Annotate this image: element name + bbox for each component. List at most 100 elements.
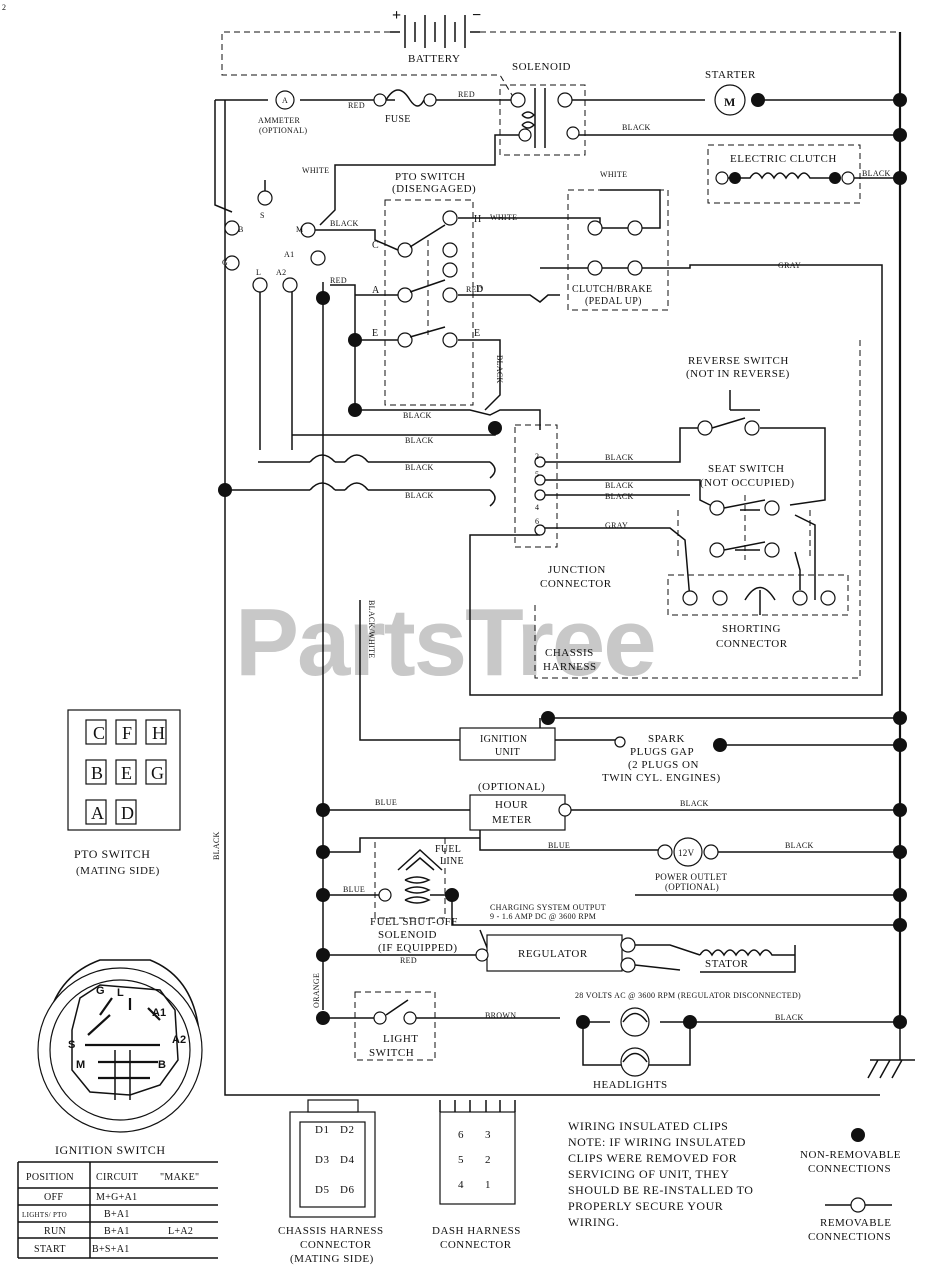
fuse-label: FUSE [385, 114, 411, 125]
spark-label-1: SPARK [648, 733, 685, 745]
wire-labels: RED RED WHITE WHITE WHITE BLACK BLACK BL… [212, 90, 890, 1022]
table-row-3-pos: START [34, 1244, 66, 1255]
wire-crossovers [309, 454, 496, 507]
dash-harness-connector: 6 3 5 2 4 1 DASH HARNESS CONNECTOR [432, 1100, 520, 1251]
pto-cell-a: A [91, 803, 104, 823]
power-outlet: 12V POWER OUTLET (OPTIONAL) [655, 837, 727, 892]
chassis-pin-d6: D6 [340, 1184, 354, 1196]
chassis-harness-label: CHASSIS [545, 647, 594, 659]
wire-black-11: BLACK [680, 799, 709, 808]
wire-black-9: BLACK [605, 481, 634, 490]
table-row-2-circuit: B+A1 [104, 1226, 130, 1237]
ign-face-s: S [68, 1039, 75, 1051]
wire-black-4: BLACK [403, 411, 432, 420]
wire-black-white: BLACK/WHITE [367, 600, 376, 658]
ignition-unit-label: IGNITION [480, 734, 527, 745]
wiring-note: WIRING INSULATED CLIPS NOTE: IF WIRING I… [568, 1119, 753, 1229]
reverse-switch: REVERSE SWITCH (NOT IN REVERSE) [686, 355, 789, 436]
chassis-connector-label-3: (MATING SIDE) [290, 1253, 374, 1265]
wire-black-12: BLACK [785, 841, 814, 850]
starter: STARTER M [705, 69, 756, 116]
pto-cell-g: G [151, 763, 164, 783]
fuel-solenoid-label-3: (IF EQUIPPED) [378, 942, 458, 954]
shorting-connector-label-2: CONNECTOR [716, 638, 788, 650]
legend-non-removable-2: CONNECTIONS [808, 1163, 891, 1175]
ignition-switch-title: IGNITION SWITCH [55, 1143, 165, 1157]
clutch-brake-switch: CLUTCH/BRAKE (PEDAL UP) [572, 220, 652, 307]
charging-output-spec: 9 - 1.6 AMP DC @ 3600 RPM [490, 912, 596, 921]
ign-pin-a1: A1 [284, 250, 294, 259]
pto-cell-b: B [91, 763, 103, 783]
chassis-pin-d1: D1 [315, 1124, 329, 1136]
main-wires [214, 31, 915, 1096]
wire-black-14: BLACK [495, 355, 504, 384]
light-switch: LIGHT SWITCH [369, 999, 419, 1059]
chassis-harness-label-2: HARNESS [543, 661, 597, 673]
solenoid: SOLENOID [510, 61, 580, 148]
pto-cell-f: F [122, 723, 132, 743]
regulator: CHARGING SYSTEM OUTPUT 9 - 1.6 AMP DC @ … [475, 903, 801, 1000]
headlights: HEADLIGHTS [593, 1007, 668, 1091]
headlights-label: HEADLIGHTS [593, 1079, 668, 1091]
wire-black-7: BLACK [405, 491, 434, 500]
wire-red-3: RED [330, 276, 347, 285]
wire-red-2: RED [458, 90, 475, 99]
ignition-unit-label-2: UNIT [495, 747, 520, 758]
wire-black-6: BLACK [405, 463, 434, 472]
ammeter: A AMMETER (OPTIONAL) [258, 90, 307, 135]
ign-pin-s: S [260, 211, 265, 220]
dash-pin-3: 3 [485, 1129, 491, 1141]
table-header-position: POSITION [26, 1172, 74, 1183]
seat-switch-sub: (NOT OCCUPIED) [700, 477, 795, 489]
stator-note: 28 VOLTS AC @ 3600 RPM (REGULATOR DISCON… [575, 991, 801, 1000]
pto-switch-title: PTO SWITCH [395, 171, 466, 183]
table-row-0-pos: OFF [44, 1192, 63, 1203]
ign-face-a2: A2 [172, 1034, 186, 1046]
note-line-4: SERVICING OF UNIT, THEY [568, 1167, 729, 1181]
pto-pin-h: H [474, 214, 482, 225]
hour-meter: (OPTIONAL) HOUR METER [469, 781, 572, 831]
fuel-line-label: FUEL [435, 844, 461, 855]
table-row-1-circuit: B+A1 [104, 1209, 130, 1220]
wire-white-2: WHITE [600, 170, 627, 179]
pto-pin-d: D [476, 284, 484, 295]
battery-plus: + [392, 7, 402, 24]
spark-label-3: (2 PLUGS ON [628, 759, 699, 771]
spark-label-4: TWIN CYL. ENGINES) [602, 772, 721, 784]
dash-pin-4: 4 [458, 1179, 464, 1191]
ign-face-m: M [76, 1059, 85, 1071]
wire-black-13: BLACK [775, 1013, 804, 1022]
note-line-5: SHOULD BE RE-INSTALLED TO [568, 1183, 753, 1197]
non-removable-dots [218, 93, 907, 1029]
ignition-position-table: POSITION CIRCUIT "MAKE" OFF M+G+A1 LIGHT… [17, 1161, 218, 1259]
pto-cell-d: D [121, 803, 134, 823]
wire-blue-1: BLUE [375, 798, 397, 807]
regulator-label: REGULATOR [518, 948, 588, 960]
ign-pin-g: G [222, 258, 228, 267]
wire-blue-2: BLUE [548, 841, 570, 850]
starter-label: STARTER [705, 69, 756, 81]
junction-label: JUNCTION [548, 564, 606, 576]
legend-non-removable-dot [851, 1128, 865, 1142]
note-line-7: WIRING. [568, 1215, 619, 1229]
pto-mating-subtitle: (MATING SIDE) [76, 865, 160, 877]
chassis-pin-d5: D5 [315, 1184, 329, 1196]
table-row-0-circuit: M+G+A1 [96, 1192, 137, 1203]
shorting-connector: SHORTING CONNECTOR [682, 586, 836, 650]
legend-removable-dot [850, 1197, 866, 1213]
solenoid-label: SOLENOID [512, 61, 571, 73]
starter-symbol: M [724, 95, 736, 109]
note-line-6: PROPERLY SECURE YOUR [568, 1199, 723, 1213]
chassis-harness-connector: D1 D2 D3 D4 D5 D6 CHASSIS HARNESS CONNEC… [278, 1099, 383, 1265]
ign-pin-b: B [238, 225, 244, 234]
seat-switch-title: SEAT SWITCH [708, 463, 785, 475]
power-outlet-symbol: 12V [678, 848, 695, 858]
dash-pin-6: 6 [458, 1129, 464, 1141]
fuse: FUSE [373, 89, 437, 125]
electric-clutch: ELECTRIC CLUTCH [715, 153, 855, 185]
light-switch-label: LIGHT [383, 1033, 419, 1045]
legend: NON-REMOVABLE CONNECTIONS REMOVABLE CONN… [800, 1128, 901, 1243]
wire-white-3: WHITE [490, 213, 517, 222]
wire-blue-3: BLUE [343, 885, 365, 894]
